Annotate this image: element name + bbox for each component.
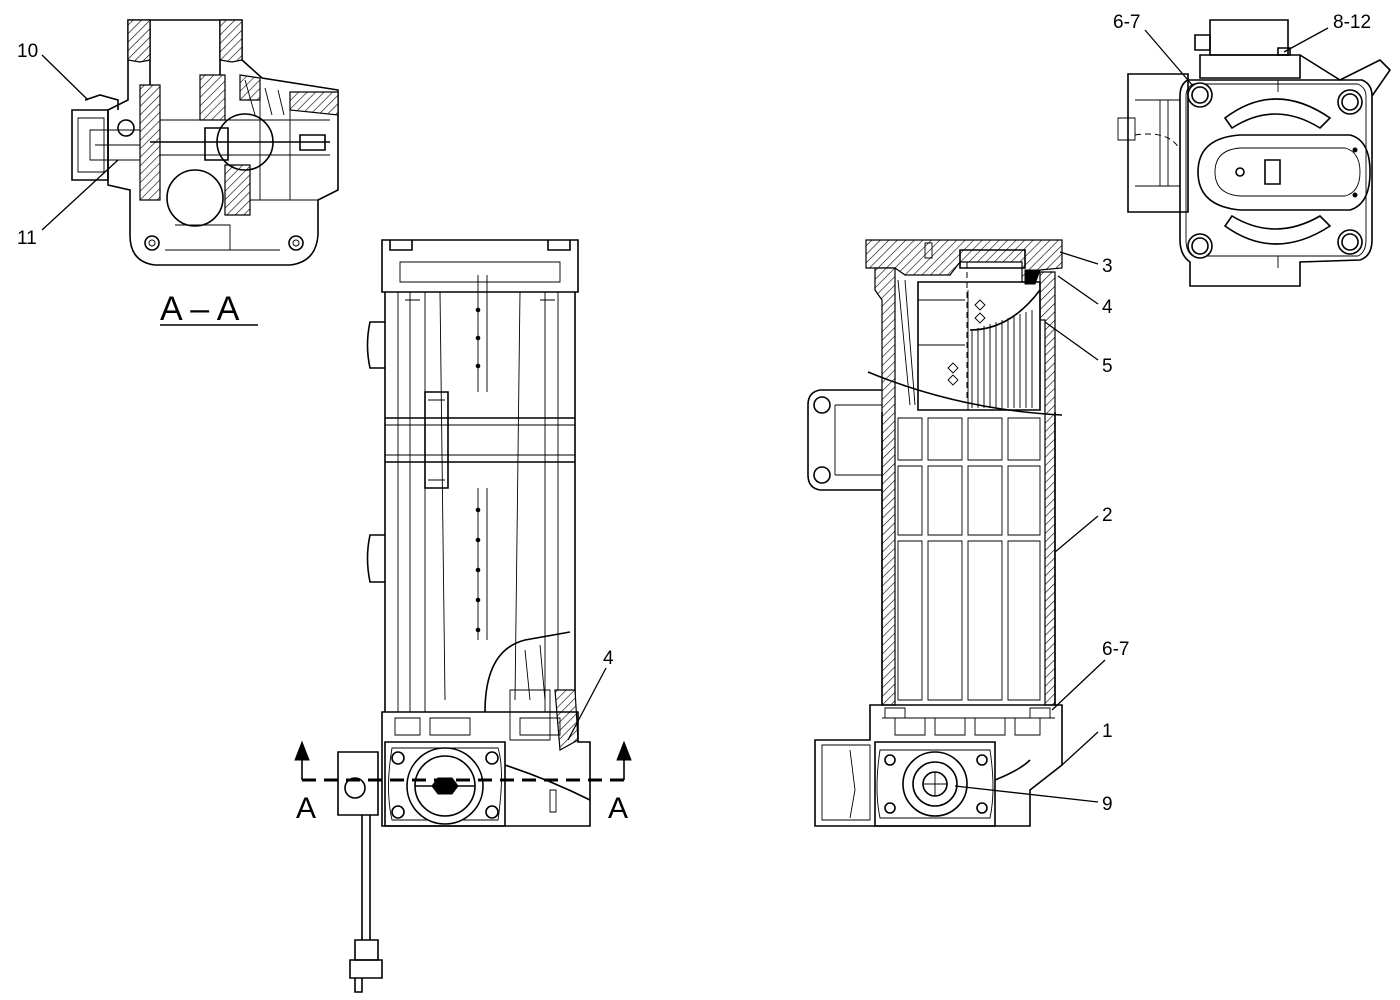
front-view	[294, 239, 632, 993]
top-view	[1117, 19, 1392, 287]
callout-2: 2	[1102, 505, 1113, 526]
filter-pleats	[971, 310, 1033, 408]
callout-4-cutaway: 4	[1102, 297, 1113, 318]
section-view-title: A – A	[160, 290, 240, 328]
flow-marks	[947, 299, 986, 386]
callout-5: 5	[1102, 356, 1113, 377]
callout-11: 11	[17, 228, 37, 249]
cutaway-view	[807, 239, 1106, 827]
callout-4-front: 4	[603, 648, 614, 669]
section-marker-right: A	[608, 792, 628, 825]
section-marker-left: A	[296, 792, 316, 825]
callout-10: 10	[17, 41, 38, 62]
callout-1: 1	[1102, 721, 1113, 742]
callout-6-7-cutaway: 6-7	[1102, 639, 1129, 660]
callout-6-7-top: 6-7	[1113, 12, 1140, 33]
callout-3: 3	[1102, 256, 1113, 277]
callout-8-12: 8-12	[1333, 12, 1371, 33]
channel-dots	[475, 307, 481, 633]
section-a-a-view	[41, 19, 339, 266]
callout-9: 9	[1102, 794, 1113, 815]
cast-grid	[897, 417, 1041, 701]
